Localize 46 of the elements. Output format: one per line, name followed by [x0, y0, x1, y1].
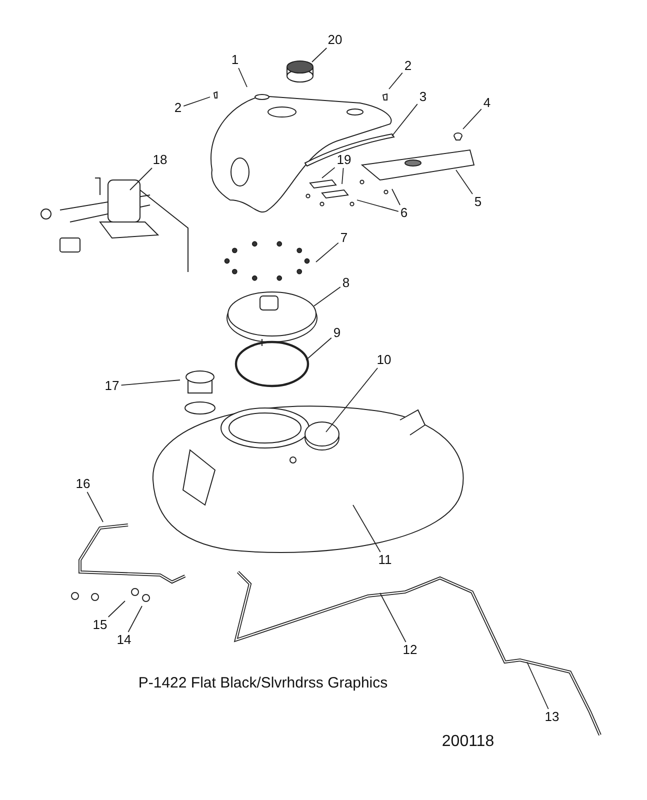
- callout-number: 5: [473, 195, 483, 209]
- leader-line: [392, 188, 400, 206]
- leader-line: [392, 104, 418, 136]
- callout-number: 9: [332, 326, 342, 340]
- callout-number: 7: [339, 231, 349, 245]
- callout-number: 20: [326, 33, 344, 47]
- leader-line: [312, 48, 328, 62]
- callout-number: 10: [376, 353, 392, 367]
- callout-number: 8: [341, 276, 351, 290]
- leader-line: [388, 72, 403, 90]
- leader-line: [526, 662, 549, 710]
- leader-line: [130, 168, 152, 190]
- leader-line: [322, 167, 336, 178]
- leader-line: [342, 168, 344, 184]
- callout-number: 3: [418, 90, 428, 104]
- leader-line: [380, 592, 406, 642]
- leader-line: [183, 96, 210, 107]
- callout-number: 12: [402, 643, 418, 657]
- callout-number: 2: [173, 101, 183, 115]
- callout-number: 1: [230, 53, 240, 67]
- callout-number: 16: [74, 477, 92, 491]
- callout-number: 4: [482, 96, 492, 110]
- leader-line: [462, 108, 482, 130]
- leader-line: [314, 286, 341, 306]
- drawing-number: 200118: [442, 733, 494, 751]
- callout-number: 15: [92, 618, 108, 632]
- callout-number: 13: [544, 710, 560, 724]
- leader-line: [316, 242, 339, 262]
- callout-number: 18: [152, 153, 168, 167]
- callout-number: 19: [336, 153, 352, 167]
- leader-line: [356, 200, 399, 212]
- callout-number: 11: [377, 553, 393, 567]
- callout-number: 17: [104, 379, 120, 393]
- leader-line: [128, 606, 142, 632]
- leader-line: [120, 380, 180, 386]
- leader-line: [352, 504, 381, 552]
- callout-number: 2: [403, 59, 413, 73]
- leader-line: [456, 170, 473, 194]
- leader-line: [238, 68, 248, 88]
- callout-number: 6: [399, 206, 409, 220]
- leader-line: [326, 368, 378, 432]
- caption-text: P-1422 Flat Black/Slvrhdrss Graphics: [138, 674, 388, 692]
- leader-line: [108, 600, 126, 618]
- callout-number: 14: [116, 633, 132, 647]
- leader-line: [86, 492, 104, 522]
- leader-line: [306, 337, 332, 360]
